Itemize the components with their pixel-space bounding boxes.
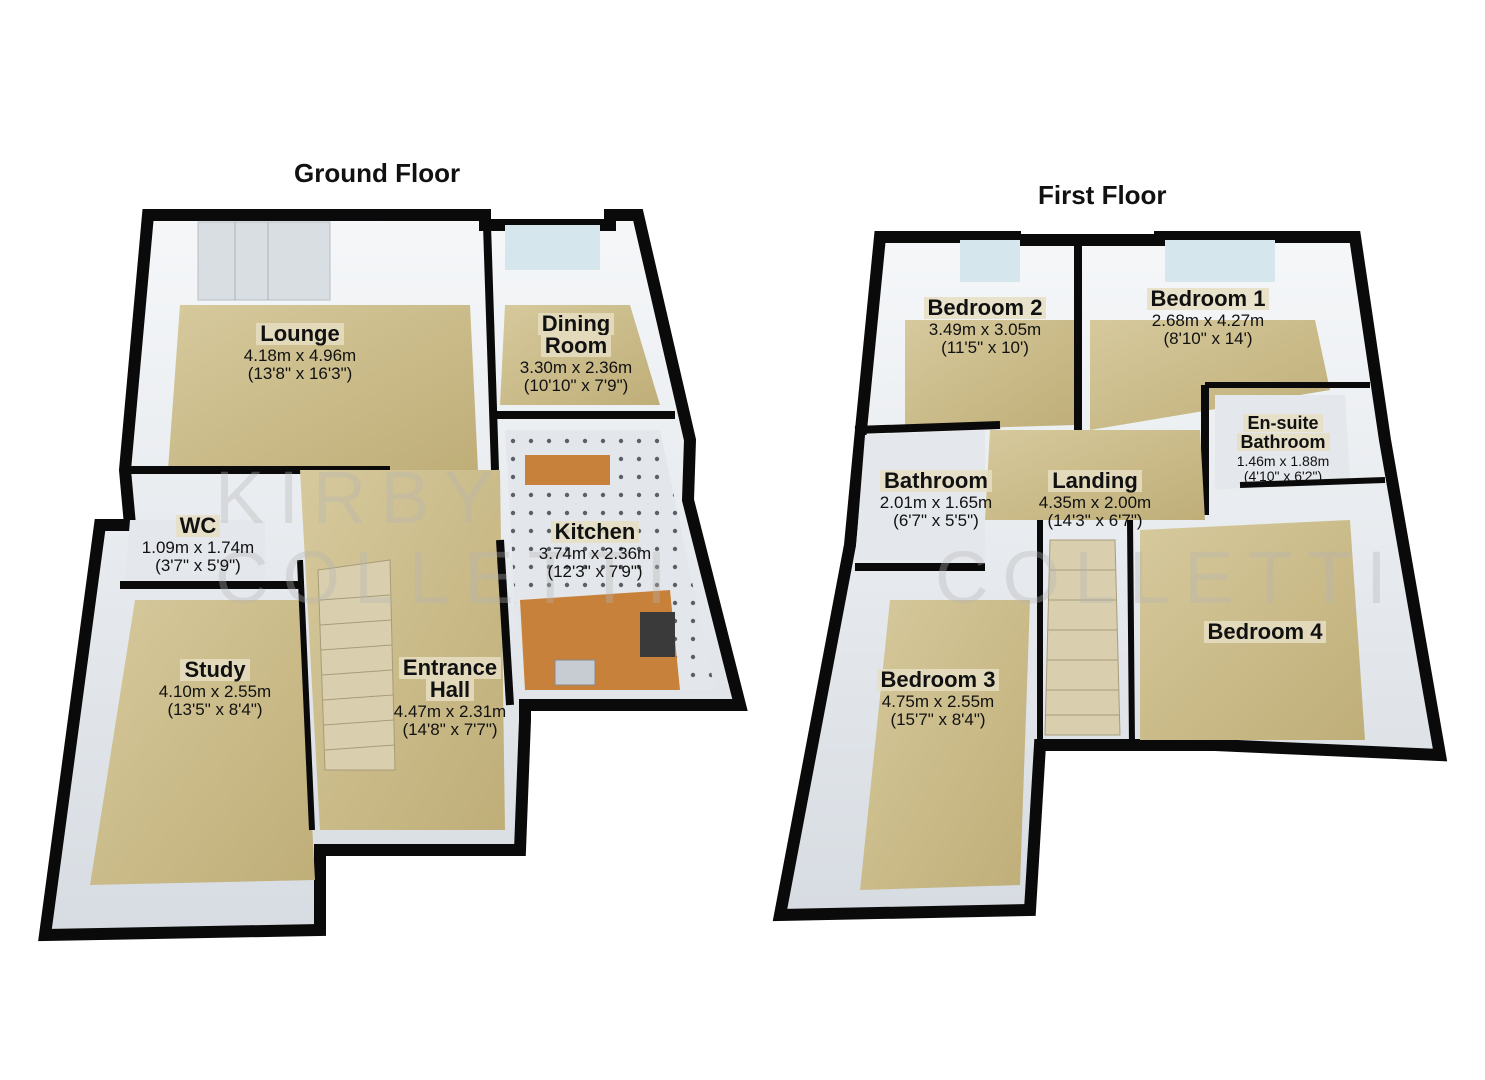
room-name-line2: Room <box>540 335 612 357</box>
room-imperial: (3'7" x 5'9") <box>155 556 241 575</box>
room-metric: 3.30m x 2.36m <box>519 358 633 377</box>
room-imperial: (13'5" x 8'4") <box>167 700 263 719</box>
watermark-ground-line2: COLLETTI <box>215 536 681 619</box>
room-name: Dining <box>537 313 615 335</box>
room-name: Bedroom 4 <box>1203 621 1327 643</box>
room-metric: 4.35m x 2.00m <box>1038 493 1152 512</box>
room-metric: 1.46m x 1.88m <box>1236 453 1330 469</box>
room-imperial: (6'7" x 5'5") <box>893 511 979 530</box>
room-imperial: (15'7" x 8'4") <box>890 710 986 729</box>
bathroom-floor <box>855 430 985 560</box>
room-label-landing: Landing 4.35m x 2.00m (14'3" x 6'7") <box>1015 470 1175 530</box>
room-label-entrance-hall: Entrance Hall 4.47m x 2.31m (14'8" x 7'7… <box>370 657 530 739</box>
room-label-bedroom-3: Bedroom 3 4.75m x 2.55m (15'7" x 8'4") <box>858 669 1018 728</box>
room-label-bedroom-2: Bedroom 2 3.49m x 3.05m (11'5" x 10') <box>905 297 1065 356</box>
room-label-wc: WC 1.09m x 1.74m (3'7" x 5'9") <box>118 515 278 575</box>
room-imperial: (8'10" x 14') <box>1163 329 1253 348</box>
room-label-kitchen: Kitchen 3.74m x 2.36m (12'3" x 7'9") <box>510 521 680 581</box>
dining-window <box>505 225 600 270</box>
room-name: En-suite <box>1243 414 1323 432</box>
room-metric: 3.74m x 2.36m <box>538 544 652 563</box>
study-floor <box>90 600 315 885</box>
room-name: Kitchen <box>550 521 640 543</box>
ground-floor-plan <box>38 209 748 942</box>
room-metric: 4.10m x 2.55m <box>158 682 272 701</box>
room-metric: 4.47m x 2.31m <box>393 702 507 721</box>
room-name: Bedroom 2 <box>923 297 1047 319</box>
wc-floor <box>125 520 265 580</box>
hob <box>640 612 675 657</box>
lounge-patio-doors <box>197 221 331 301</box>
room-name: Bedroom 1 <box>1146 288 1270 310</box>
room-imperial: (14'8" x 7'7") <box>402 720 498 739</box>
bedroom-1-window <box>1165 240 1275 282</box>
room-name-line2: Hall <box>425 679 475 701</box>
watermark-ground-line1: KIRBY <box>215 456 508 539</box>
bedroom-3-floor <box>860 600 1030 890</box>
room-name: Study <box>180 659 250 681</box>
room-label-bathroom: Bathroom 2.01m x 1.65m (6'7" x 5'5") <box>856 470 1016 530</box>
room-imperial: (12'3" x 7'9") <box>547 562 643 581</box>
room-label-bedroom-4: Bedroom 4 <box>1185 621 1345 643</box>
room-name: Lounge <box>256 323 344 345</box>
bedroom-2-window <box>960 240 1020 282</box>
sink <box>554 659 596 686</box>
room-label-en-suite-bathroom: En-suite Bathroom 1.46m x 1.88m (4'10" x… <box>1218 414 1348 483</box>
room-name: Bathroom <box>880 470 992 492</box>
room-imperial: (14'3" x 6'7") <box>1047 511 1143 530</box>
bedroom-1-floor <box>1090 320 1330 430</box>
lounge-floor <box>168 305 478 470</box>
ground-floor-staircase <box>317 559 396 771</box>
room-label-study: Study 4.10m x 2.55m (13'5" x 8'4") <box>135 659 295 719</box>
room-metric: 4.18m x 4.96m <box>243 346 357 365</box>
room-label-bedroom-1: Bedroom 1 2.68m x 4.27m (8'10" x 14') <box>1128 288 1288 347</box>
watermark-first-line2: COLLETTI <box>935 536 1401 619</box>
kitchen-worktop-top <box>525 455 610 485</box>
ground-floor-title: Ground Floor <box>294 158 461 188</box>
room-name: Entrance <box>398 657 502 679</box>
room-imperial: (11'5" x 10') <box>941 338 1029 357</box>
room-name-line2: Bathroom <box>1236 433 1330 451</box>
room-imperial: (4'10" x 6'2") <box>1243 468 1323 484</box>
room-metric: 1.09m x 1.74m <box>141 538 255 557</box>
room-name: Landing <box>1048 470 1142 492</box>
room-metric: 4.75m x 2.55m <box>881 692 995 711</box>
room-metric: 2.01m x 1.65m <box>879 493 993 512</box>
room-name: WC <box>175 515 221 537</box>
room-metric: 3.49m x 3.05m <box>928 320 1042 339</box>
room-label-dining-room: Dining Room 3.30m x 2.36m (10'10" x 7'9"… <box>496 313 656 395</box>
room-imperial: (13'8" x 16'3") <box>247 364 353 383</box>
room-label-lounge: Lounge 4.18m x 4.96m (13'8" x 16'3") <box>200 323 400 383</box>
first-floor-title: First Floor <box>1038 180 1167 210</box>
room-imperial: (10'10" x 7'9") <box>523 376 629 395</box>
room-name: Bedroom 3 <box>876 669 1000 691</box>
bedroom-2-floor <box>905 320 1075 430</box>
first-floor-staircase <box>1044 539 1121 736</box>
room-metric: 2.68m x 4.27m <box>1151 311 1265 330</box>
